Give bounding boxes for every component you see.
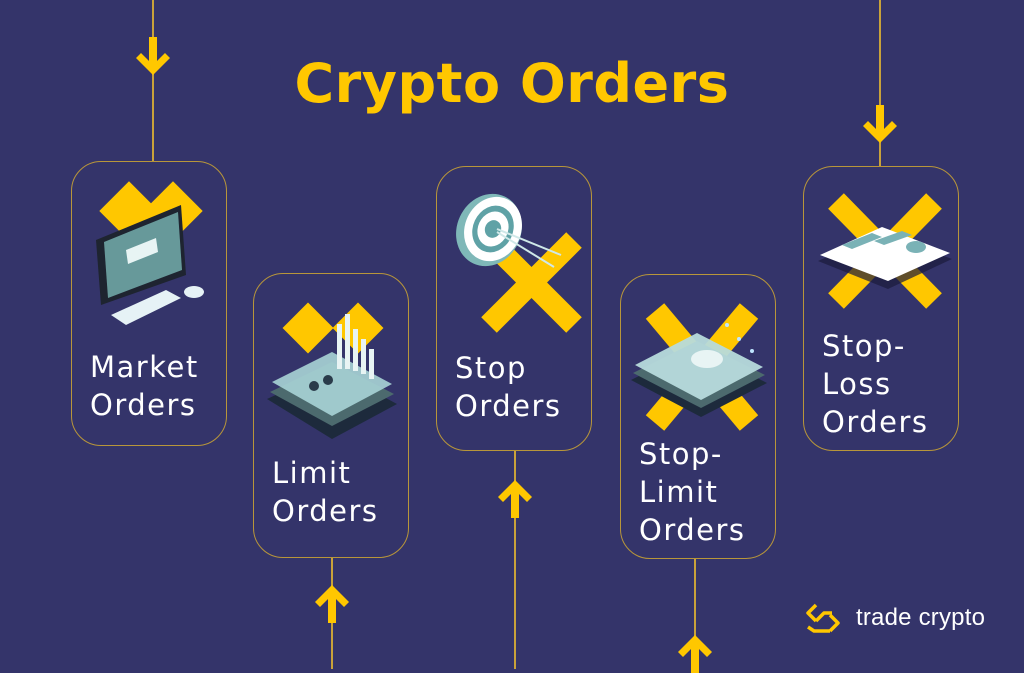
- card-market-orders: Market Orders: [71, 161, 227, 446]
- page-title: Crypto Orders: [294, 52, 730, 115]
- down-arrow-icon: [863, 105, 897, 143]
- computer-monitor-icon: [96, 181, 204, 325]
- target-dart-icon: [456, 193, 582, 333]
- up-arrow-icon: [678, 635, 712, 673]
- card-label: Stop- Limit Orders: [639, 437, 746, 547]
- card-label: Market Orders: [90, 350, 199, 422]
- connector-line-stop-loss: [879, 0, 881, 167]
- trade-crypto-logo: trade crypto: [804, 603, 985, 633]
- card-stop-orders: Stop Orders: [436, 166, 592, 451]
- trade-crypto-logo-icon: [806, 603, 840, 633]
- up-arrow-icon: [498, 480, 532, 518]
- connector-line-stop: [514, 450, 516, 669]
- card-label: Stop Orders: [455, 351, 562, 423]
- tablet-chart-icon: [267, 302, 397, 439]
- card-label: Stop- Loss Orders: [822, 329, 929, 439]
- card-stop-loss-orders: Stop- Loss Orders: [803, 166, 959, 451]
- documents-report-icon: [818, 193, 952, 309]
- logo-text: trade crypto: [856, 604, 986, 631]
- connector-line-market: [152, 0, 154, 162]
- tablet-pie-chart-icon: [631, 303, 767, 431]
- connector-line-stop-limit: [694, 557, 696, 669]
- down-arrow-icon: [136, 37, 170, 75]
- card-label: Limit Orders: [272, 456, 379, 528]
- card-stop-limit-orders: Stop- Limit Orders: [620, 274, 776, 559]
- up-arrow-icon: [315, 585, 349, 623]
- card-limit-orders: Limit Orders: [253, 273, 409, 558]
